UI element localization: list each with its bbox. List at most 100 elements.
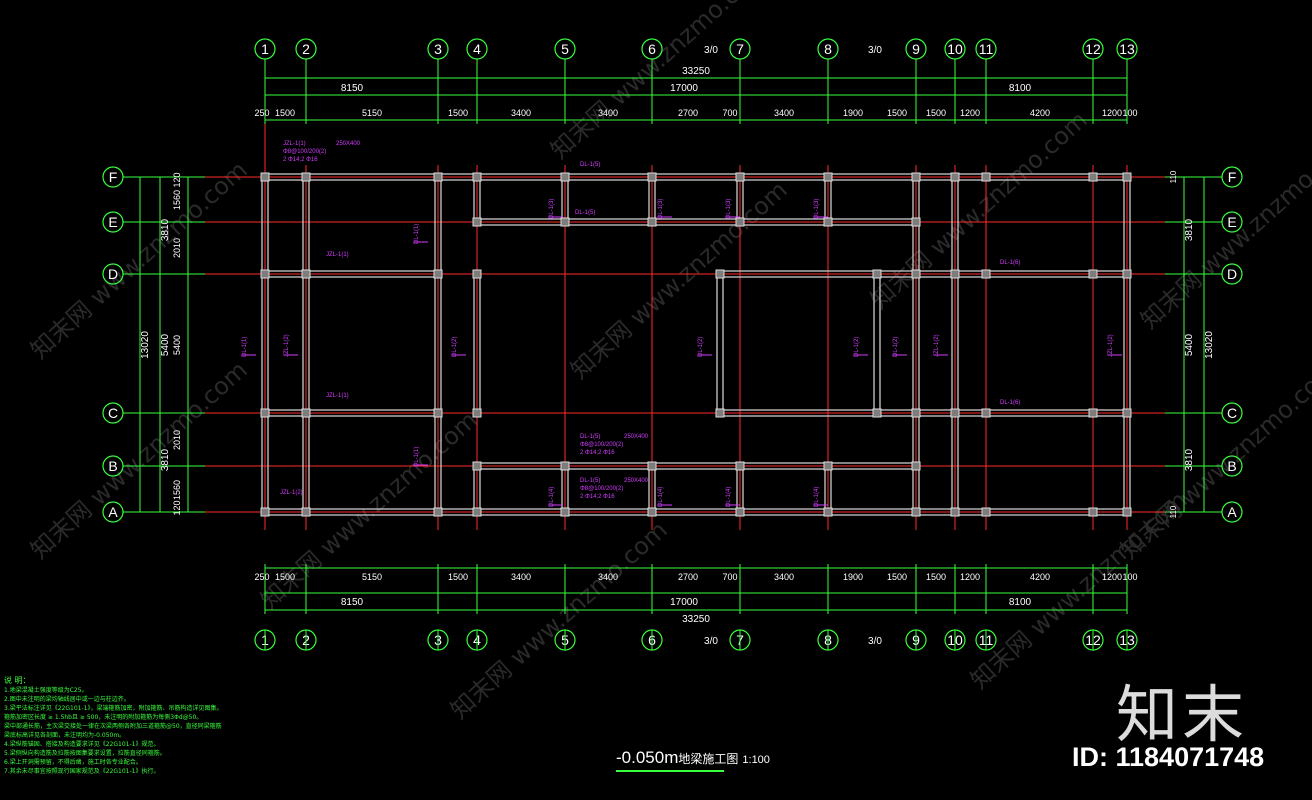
column-node — [433, 172, 443, 182]
dim-text-segment: 17000 — [670, 83, 698, 94]
beam-tag: DL-1(4) — [658, 487, 664, 507]
column-node — [1122, 507, 1132, 517]
dim-text-right: 3810 — [1184, 218, 1195, 241]
beam-tag: JZL-1(1) — [326, 393, 349, 399]
beam-tag: Φ8@100/200(2) — [283, 149, 326, 155]
dim-text-segment: 8150 — [341, 597, 364, 608]
dim-text-detail: 2700 — [678, 108, 698, 118]
column-node — [950, 172, 960, 182]
column-node — [981, 507, 991, 517]
column-node — [950, 507, 960, 517]
column-node — [1122, 408, 1132, 418]
dim-text-segment: 8150 — [341, 83, 364, 94]
dim-text-detail: 1500 — [887, 108, 907, 118]
beam-tag: DL-1(5) — [575, 210, 595, 216]
dim-text-detail: 4200 — [1030, 108, 1050, 118]
dim-text-detail: 1200 — [1102, 572, 1122, 582]
dim-text-left-fine: 1560 — [172, 480, 182, 500]
axis-label-x: 13 — [1119, 41, 1135, 57]
watermark-text: 知末网 www.znzmo.com — [565, 176, 792, 385]
column-node — [981, 172, 991, 182]
dim-text-left: 5400 — [160, 333, 171, 356]
dim-text-detail: 1500 — [926, 108, 946, 118]
axis-label-x: 3 — [434, 41, 442, 57]
column-node — [981, 269, 991, 279]
dim-text-detail: 1500 — [275, 108, 295, 118]
column-node — [560, 217, 570, 227]
axis-label-x: 1 — [261, 41, 269, 57]
column-node — [260, 507, 270, 517]
beam-tag: DL-1(6) — [1000, 400, 1020, 406]
dim-text-detail: 1500 — [448, 572, 468, 582]
column-node — [560, 172, 570, 182]
dim-text-detail: 3400 — [598, 108, 618, 118]
notes-heading: 说 明： — [4, 676, 31, 685]
column-node — [1088, 269, 1098, 279]
column-node — [1088, 172, 1098, 182]
dim-text-detail: 100 — [1122, 572, 1137, 582]
dim-text-left-fine: 120 — [172, 172, 182, 187]
notes-line-5: 梁中部通长筋，主次梁交接处一律在次梁两侧各附加三道箍筋@50，直径同梁箍筋 — [4, 723, 222, 730]
axis-label-x: 4 — [473, 41, 481, 57]
column-node — [472, 507, 482, 517]
beam-tag: DL-1(2) — [854, 337, 860, 357]
column-node — [823, 172, 833, 182]
watermark-text: 知末网 www.znzmo.com — [545, 0, 772, 164]
column-node — [823, 461, 833, 471]
column-node — [647, 217, 657, 227]
axis-label-y: D — [1227, 266, 1237, 282]
notes-line-2: 2.图中未注明的梁均轴线居中或一边与柱边齐。 — [4, 696, 130, 703]
beam-tag: DL-1(4) — [814, 487, 820, 507]
dim-text-detail: 1200 — [960, 572, 980, 582]
beam-tag: DL-1(3) — [549, 199, 555, 219]
column-node — [981, 408, 991, 418]
notes-line-7: 4.梁纵筋锚固、搭接及构造要求详见《22G101-1》规范。 — [4, 741, 160, 748]
dim-text-left: 3810 — [160, 218, 171, 241]
notes-line-4: 箍筋加密区长度 ≥ 1.5hb且 ≥ 500，未注明的附加箍筋为每侧3Φd@50… — [4, 714, 203, 721]
column-node — [735, 461, 745, 471]
axis-label-x: 6 — [648, 41, 656, 57]
column-node — [260, 269, 270, 279]
dim-text-detail: 3400 — [598, 572, 618, 582]
beam-tag: DL-1(5) — [580, 478, 600, 484]
beam-tag: DL-1(4) — [549, 487, 555, 507]
axis-label-secondary: 3/0 — [704, 636, 718, 647]
dim-text-left-fine: 5400 — [172, 335, 182, 355]
dim-text-detail: 1500 — [887, 572, 907, 582]
dim-text-segment: 8100 — [1009, 83, 1032, 94]
column-node — [560, 507, 570, 517]
beam-tag: DL-1(2) — [452, 337, 458, 357]
axis-label-y: A — [1227, 504, 1237, 520]
notes-line-8: 5.梁侧纵向构造筋及拉筋按图集要求设置，拉筋直径同箍筋。 — [4, 750, 166, 757]
dim-text-detail: 3400 — [774, 108, 794, 118]
notes-line-3: 3.梁平法标注详见《22G101-1》，梁端箍筋加密，附加箍筋、吊筋构造详见图集… — [4, 705, 223, 712]
dim-text-left-total: 13020 — [140, 331, 151, 359]
column-node — [823, 217, 833, 227]
column-node — [911, 461, 921, 471]
column-node — [872, 408, 882, 418]
watermark-text: 知末网 www.znzmo.com — [25, 156, 252, 365]
column-node — [872, 269, 882, 279]
column-node — [715, 269, 725, 279]
beam-tag: DL-1(2) — [698, 337, 704, 357]
axis-label-secondary: 3/0 — [868, 45, 882, 56]
axis-label-y: F — [109, 169, 118, 185]
beam-tag: DL-1(2) — [893, 337, 899, 357]
beam-tag: 250X400 — [624, 478, 649, 484]
axis-label-y: E — [1227, 214, 1236, 230]
column-node — [1122, 172, 1132, 182]
column-node — [647, 172, 657, 182]
column-node — [911, 217, 921, 227]
dim-text-segment: 8100 — [1009, 597, 1032, 608]
axis-label-x: 12 — [1085, 41, 1101, 57]
beam-tag: JZL-1(2) — [934, 334, 940, 357]
watermark-logo: 知末 — [1116, 678, 1249, 751]
column-node — [1088, 408, 1098, 418]
dim-text-detail: 1900 — [843, 572, 863, 582]
beam-tag: 2 Φ14;2 Φ16 — [580, 450, 615, 456]
dim-text-left-fine: 2010 — [172, 238, 182, 258]
beam-tag: 2 Φ14;2 Φ16 — [283, 157, 318, 163]
beam-tag: DL-1(3) — [658, 199, 664, 219]
